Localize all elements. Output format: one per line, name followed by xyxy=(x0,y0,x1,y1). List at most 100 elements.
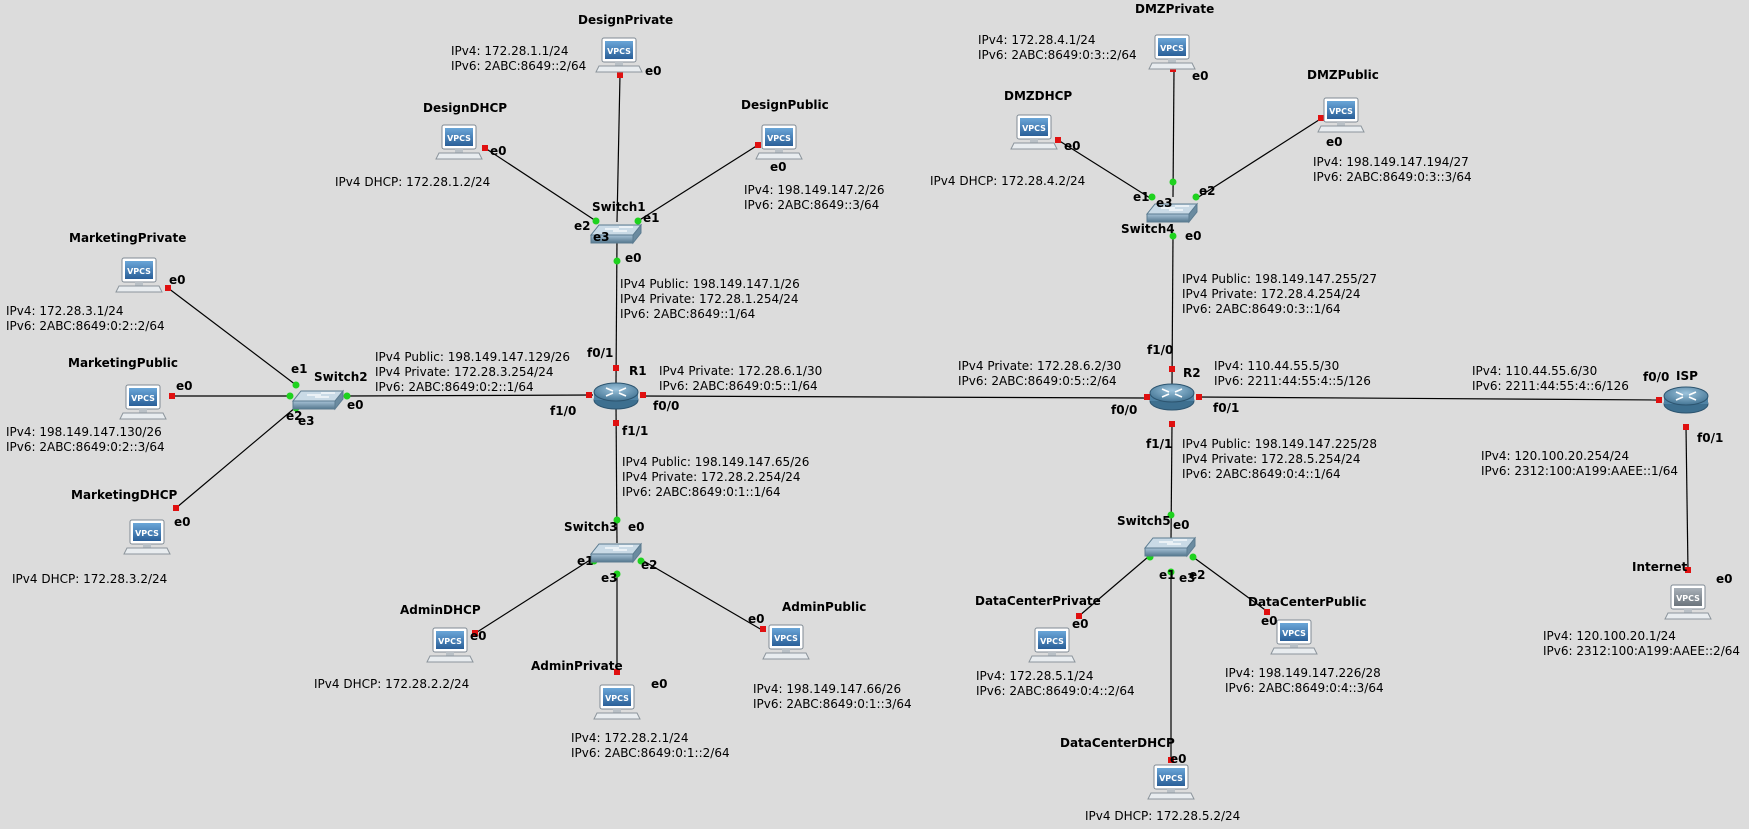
note-r1-switch2: IPv4 Public: 198.149.147.129/26 IPv4 Pri… xyxy=(375,350,571,394)
port-sw1-e0: e0 xyxy=(625,251,642,265)
port-adminprivate-e0: e0 xyxy=(651,677,668,691)
note-designprivate: IPv4: 172.28.1.1/24 IPv6: 2ABC:8649::2/6… xyxy=(451,44,587,73)
label-switch3: Switch3 xyxy=(564,520,618,534)
link-dcpublic-switch5[interactable] xyxy=(1192,556,1269,613)
link-marketingprivate-switch2[interactable] xyxy=(167,287,297,386)
link-switch2-r1[interactable] xyxy=(344,394,594,397)
port-dcpublic-e0: e0 xyxy=(1261,614,1278,628)
link-admindhcp-switch3[interactable] xyxy=(473,559,591,635)
node-designprivate-icon[interactable] xyxy=(595,37,643,73)
port-sw5-e0: e0 xyxy=(1173,518,1190,532)
node-adminprivate-icon[interactable] xyxy=(593,684,641,720)
note-adminprivate: IPv4: 172.28.2.1/24 IPv6: 2ABC:8649:0:1:… xyxy=(571,731,730,760)
label-dmzdhcp: DMZDHCP xyxy=(1004,89,1073,103)
label-dcprivate: DataCenterPrivate xyxy=(975,594,1101,608)
node-designdhcp-icon[interactable] xyxy=(435,124,483,160)
link-designdhcp-switch1[interactable] xyxy=(484,147,597,222)
note-adminpublic: IPv4: 198.149.147.66/26 IPv6: 2ABC:8649:… xyxy=(753,682,912,711)
link-isp-internet[interactable] xyxy=(1685,426,1689,572)
node-marketingpublic-icon[interactable] xyxy=(119,384,167,420)
note-r2-isp: IPv4: 110.44.55.5/30 IPv6: 2211:44:55:4:… xyxy=(1214,359,1371,388)
port-r2-f01: f0/1 xyxy=(1213,401,1240,415)
node-switch3-icon[interactable] xyxy=(590,543,642,563)
node-r1-icon[interactable] xyxy=(593,382,639,410)
label-marketingprivate: MarketingPrivate xyxy=(69,231,187,245)
note-marketingdhcp: IPv4 DHCP: 172.28.3.2/24 xyxy=(12,572,168,586)
node-dmzdhcp-icon[interactable] xyxy=(1010,114,1058,150)
port-r2-f00: f0/0 xyxy=(1111,403,1138,417)
port-r2-f11: f1/1 xyxy=(1146,437,1173,451)
port-designdhcp-e0: e0 xyxy=(490,144,507,158)
node-dcdhcp-icon[interactable] xyxy=(1147,764,1195,800)
port-marketingdhcp-e0: e0 xyxy=(174,515,191,529)
port-sw4-e0: e0 xyxy=(1185,229,1202,243)
node-marketingdhcp-icon[interactable] xyxy=(123,519,171,555)
link-r2-switch5[interactable] xyxy=(1170,423,1173,541)
node-dmzprivate-icon[interactable] xyxy=(1148,34,1196,70)
port-adminpublic-e0: e0 xyxy=(748,612,765,626)
link-switch4-r2[interactable] xyxy=(1171,235,1174,385)
port-sw2-e2: e2 xyxy=(286,409,303,423)
link-dmzdhcp-switch4[interactable] xyxy=(1057,139,1151,199)
port-sw4-e2: e2 xyxy=(1199,184,1216,198)
port-dmzprivate-e0: e0 xyxy=(1192,69,1209,83)
node-switch5-icon[interactable] xyxy=(1144,537,1196,557)
label-r1: R1 xyxy=(629,364,647,378)
port-designpublic-e0: e0 xyxy=(770,160,787,174)
node-dcpublic-icon[interactable] xyxy=(1270,619,1318,655)
note-dmzprivate: IPv4: 172.28.4.1/24 IPv6: 2ABC:8649:0:3:… xyxy=(978,33,1137,62)
port-sw3-e3: e3 xyxy=(601,571,618,585)
link-dmzprivate-switch4[interactable] xyxy=(1172,69,1175,198)
note-r2-switch5: IPv4 Public: 198.149.147.225/28 IPv4 Pri… xyxy=(1182,437,1378,481)
note-dmzdhcp: IPv4 DHCP: 172.28.4.2/24 xyxy=(930,174,1086,188)
label-marketingdhcp: MarketingDHCP xyxy=(71,488,178,502)
port-sw5-e1: e1 xyxy=(1159,568,1176,582)
port-r1-f00: f0/0 xyxy=(653,399,680,413)
link-marketingdhcp-switch2[interactable] xyxy=(175,406,297,509)
label-dmzprivate: DMZPrivate xyxy=(1135,2,1215,16)
node-designpublic-icon[interactable] xyxy=(755,124,803,160)
label-marketingpublic: MarketingPublic xyxy=(68,356,179,370)
node-internet-icon[interactable] xyxy=(1664,584,1712,620)
link-r1-r2[interactable] xyxy=(639,395,1151,399)
node-admindhcp-icon[interactable] xyxy=(426,627,474,663)
port-marketingprivate-e0: e0 xyxy=(169,273,186,287)
note-r2-switch4: IPv4 Public: 198.149.147.255/27 IPv4 Pri… xyxy=(1182,272,1378,316)
port-marketingpublic-e0: e0 xyxy=(176,379,193,393)
note-marketingpublic: IPv4: 198.149.147.130/26 IPv6: 2ABC:8649… xyxy=(6,425,165,454)
note-admindhcp: IPv4 DHCP: 172.28.2.2/24 xyxy=(314,677,470,691)
note-r1-switch1: IPv4 Public: 198.149.147.1/26 IPv4 Priva… xyxy=(620,277,800,321)
port-isp-f01: f0/1 xyxy=(1697,431,1724,445)
node-dmzpublic-icon[interactable] xyxy=(1317,97,1365,133)
port-sw5-e3: e3 xyxy=(1179,571,1196,585)
note-r1-switch3: IPv4 Public: 198.149.147.65/26 IPv4 Priv… xyxy=(622,455,810,499)
note-designdhcp: IPv4 DHCP: 172.28.1.2/24 xyxy=(335,175,491,189)
link-designprivate-switch1[interactable] xyxy=(616,74,621,223)
link-r2-isp[interactable] xyxy=(1197,396,1660,401)
note-isp-r2: IPv4: 110.44.55.6/30 IPv6: 2211:44:55:4:… xyxy=(1472,364,1629,393)
node-isp-icon[interactable] xyxy=(1663,386,1709,414)
node-marketingprivate-icon[interactable] xyxy=(115,257,163,293)
port-dcdhcp-e0: e0 xyxy=(1170,752,1187,766)
label-adminpublic: AdminPublic xyxy=(782,600,867,614)
node-r2-icon[interactable] xyxy=(1149,383,1195,411)
port-r2-f10: f1/0 xyxy=(1147,343,1174,357)
link-dmzpublic-switch4[interactable] xyxy=(1196,117,1323,199)
port-sw2-e0: e0 xyxy=(347,398,364,412)
note-isp-internet: IPv4: 120.100.20.254/24 IPv6: 2312:100:A… xyxy=(1481,449,1679,478)
port-sw3-e2: e2 xyxy=(641,558,658,572)
label-admindhcp: AdminDHCP xyxy=(400,603,481,617)
label-isp: ISP xyxy=(1676,369,1698,383)
label-internet: Internet xyxy=(1632,560,1688,574)
link-dcprivate-switch5[interactable] xyxy=(1078,556,1149,617)
node-switch2-icon[interactable] xyxy=(292,390,344,410)
node-adminpublic-icon[interactable] xyxy=(762,624,810,660)
label-designpublic: DesignPublic xyxy=(741,98,829,112)
port-dmzpublic-e0: e0 xyxy=(1326,135,1343,149)
port-sw3-e1: e1 xyxy=(577,554,594,568)
node-dcprivate-icon[interactable] xyxy=(1028,627,1076,663)
note-marketingprivate: IPv4: 172.28.3.1/24 IPv6: 2ABC:8649:0:2:… xyxy=(6,304,165,333)
port-sw2-e3: e3 xyxy=(298,414,315,428)
link-designpublic-switch1[interactable] xyxy=(637,144,759,222)
link-adminpublic-switch3[interactable] xyxy=(641,559,763,631)
